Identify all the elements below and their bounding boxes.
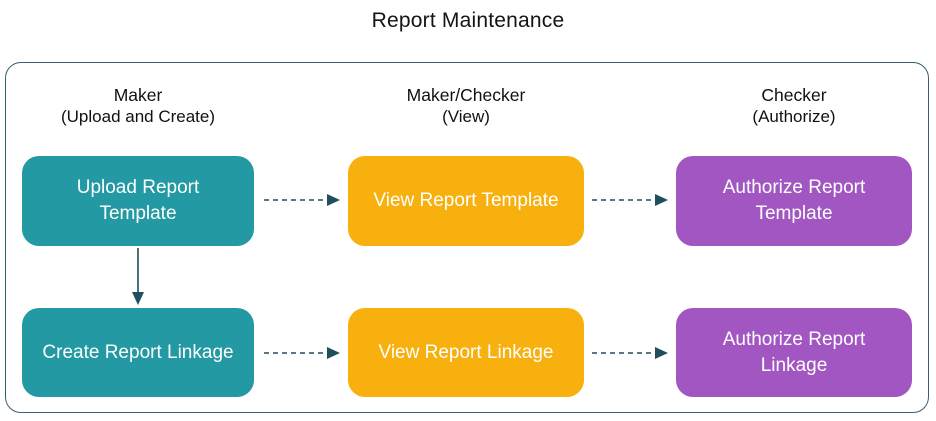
node-label: Create Report Linkage — [42, 341, 234, 363]
column-subtitle: (Authorize) — [752, 107, 836, 126]
column-role: Maker/Checker — [406, 85, 526, 105]
node-authorize-report-linkage: Authorize Report Linkage — [676, 308, 912, 397]
column-role: Checker — [761, 85, 827, 105]
node-view-report-template: View Report Template — [348, 156, 584, 246]
node-view-report-linkage: View Report Linkage — [348, 308, 584, 397]
dashed-arrow-create-to-view-linkage-icon — [264, 347, 340, 359]
node-upload-report-template: Upload Report Template — [22, 156, 254, 246]
column-role: Maker — [113, 85, 163, 105]
node-label: Authorize Report Linkage — [722, 328, 866, 376]
column-subtitle: (Upload and Create) — [60, 107, 216, 126]
page-title: Report Maintenance — [371, 9, 565, 32]
node-label: Authorize Report Template — [722, 177, 866, 224]
node-label: Upload Report Template — [76, 177, 200, 224]
dashed-arrow-view-to-authorize-template-icon — [592, 194, 668, 206]
node-authorize-report-template: Authorize Report Template — [676, 156, 912, 246]
dashed-arrow-upload-to-view-template-icon — [264, 194, 340, 206]
dashed-arrow-view-to-authorize-linkage-icon — [592, 347, 668, 359]
column-header-maker: Maker (Upload and Create) — [22, 84, 254, 128]
column-header-maker-checker: Maker/Checker (View) — [348, 84, 584, 128]
node-label: View Report Linkage — [378, 341, 554, 363]
workflow-panel: Maker (Upload and Create) Maker/Checker … — [5, 62, 929, 413]
solid-arrow-upload-to-create-icon — [132, 248, 144, 305]
node-label: View Report Template — [373, 190, 559, 211]
column-subtitle: (View) — [442, 107, 490, 126]
column-header-checker: Checker (Authorize) — [676, 84, 912, 128]
node-create-report-linkage: Create Report Linkage — [22, 308, 254, 397]
